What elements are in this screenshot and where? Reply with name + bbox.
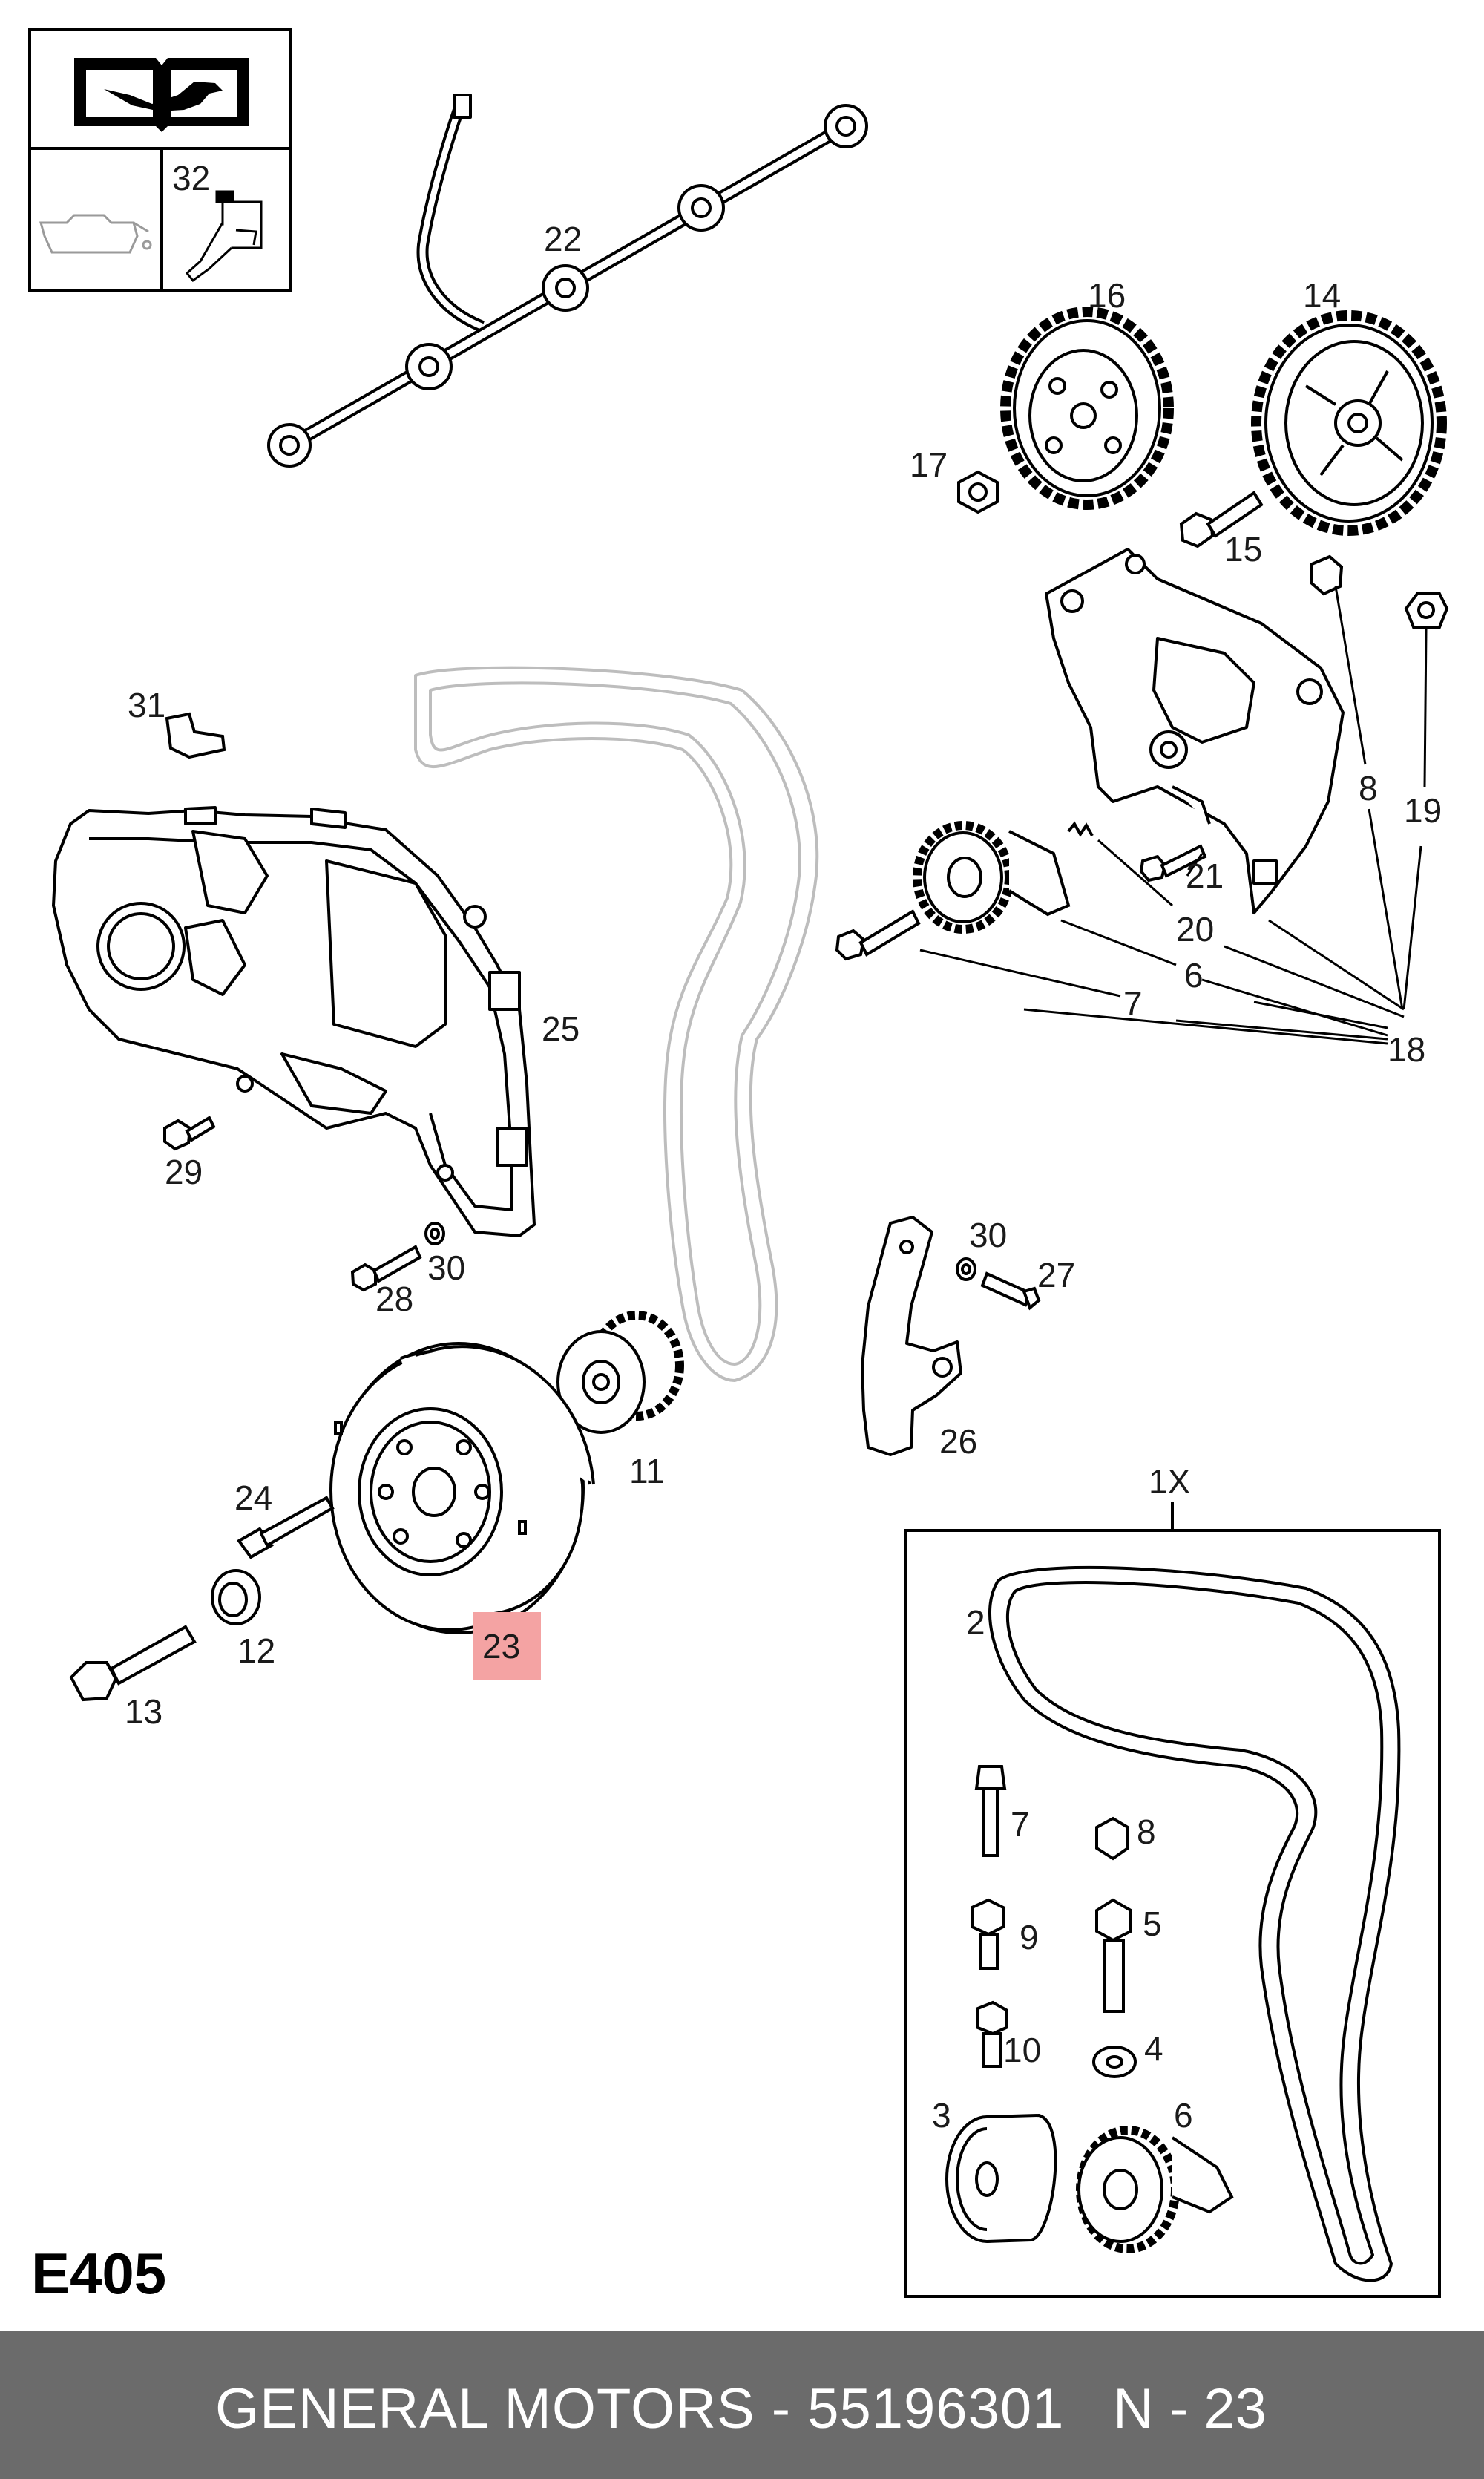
kit-box — [904, 1529, 1441, 2298]
callout-13: 13 — [125, 1692, 162, 1731]
footer-bar: GENERAL MOTORS - 55196301 N - 23 — [0, 2331, 1484, 2479]
kit-idler-part-3 — [945, 2113, 1057, 2243]
kit-nut-part-8 — [1095, 1816, 1129, 1861]
callout-6: 6 — [1184, 956, 1204, 995]
callout-21: 21 — [1186, 857, 1224, 895]
belt-guide-part-26 — [861, 1216, 962, 1456]
manual-book-icon — [74, 58, 249, 132]
kit-belt-part-2 — [988, 1565, 1401, 2282]
kit-bolt-part-10 — [976, 2000, 1008, 2068]
kit-callout-10: 10 — [1003, 2031, 1041, 2069]
kit-callout-2: 2 — [966, 1603, 985, 1642]
exploded-parts-diagram: 32 22 16 14 17 15 — [28, 28, 1449, 2298]
kit-bolt-part-5 — [1095, 1898, 1132, 2013]
bolt-part-27 — [980, 1271, 1041, 1311]
cam-gear-part-16 — [1000, 307, 1174, 510]
callout-25: 25 — [542, 1009, 580, 1048]
crank-sprocket-part-11 — [556, 1311, 684, 1434]
kit-callout-6: 6 — [1174, 2096, 1193, 2135]
bolt-part-29 — [163, 1116, 216, 1151]
callout-19: 19 — [1404, 791, 1442, 830]
kit-tensioner-part-6 — [1076, 2126, 1234, 2253]
footer-position: N - 23 — [1113, 2377, 1267, 2440]
highlight-box-23 — [473, 1612, 541, 1680]
callout-14: 14 — [1303, 276, 1341, 315]
callout-16: 16 — [1088, 276, 1126, 315]
nut-part-17 — [957, 470, 999, 514]
bolt-part-21 — [1139, 844, 1207, 882]
fuel-rail-part-22 — [267, 94, 868, 468]
callout-17: 17 — [910, 445, 948, 484]
bracket-assembly — [1045, 548, 1345, 914]
callout-12: 12 — [237, 1631, 275, 1670]
kit-bolt-part-9 — [971, 1898, 1005, 1970]
footer-brand-part: GENERAL MOTORS - 55196301 — [215, 2377, 1065, 2440]
sealant-tube-icon — [185, 190, 263, 283]
callout-32: 32 — [172, 159, 210, 197]
oil-pan-icon — [39, 214, 152, 254]
callout-31: 31 — [128, 686, 165, 724]
timing-belt-ghost — [414, 666, 819, 1382]
kit-callout-8: 8 — [1137, 1812, 1156, 1851]
small-nut-part-8 — [1310, 554, 1344, 596]
callout-7: 7 — [1123, 984, 1143, 1023]
kit-title: 1X — [1149, 1462, 1190, 1501]
kit-callout-7: 7 — [1011, 1805, 1030, 1844]
callout-15: 15 — [1224, 530, 1262, 569]
callout-18: 18 — [1388, 1030, 1425, 1069]
callout-29: 29 — [165, 1153, 203, 1191]
kit-washer-part-4 — [1092, 2046, 1137, 2078]
callout-22: 22 — [544, 220, 582, 258]
bolt-part-28 — [350, 1245, 422, 1292]
callout-30-right: 30 — [969, 1216, 1007, 1254]
diagram-code: E405 — [31, 2241, 167, 2306]
crank-pulley-part-23 — [329, 1342, 595, 1634]
kit-callout-9: 9 — [1020, 1918, 1039, 1956]
callout-8: 8 — [1359, 769, 1378, 808]
callout-30-left: 30 — [427, 1248, 465, 1287]
callout-23: 23 — [482, 1627, 520, 1666]
bolt-part-24 — [237, 1496, 335, 1559]
callout-26: 26 — [939, 1422, 977, 1461]
washer-part-12 — [211, 1569, 261, 1625]
leader-lines-right — [919, 586, 1428, 1045]
kit-callout-5: 5 — [1143, 1905, 1162, 1943]
washer-part-30-left — [424, 1222, 445, 1245]
callout-11: 11 — [629, 1452, 665, 1490]
kit-callout-4: 4 — [1144, 2029, 1163, 2068]
info-box — [28, 28, 292, 292]
bolt-part-13 — [69, 1625, 197, 1702]
bolt-part-15 — [1179, 491, 1264, 548]
bushing-part-19 — [1404, 592, 1449, 629]
callout-27: 27 — [1037, 1256, 1075, 1294]
tensioner-part-6 — [913, 821, 1071, 934]
callout-24: 24 — [234, 1478, 272, 1517]
callout-28: 28 — [375, 1280, 413, 1318]
callout-20: 20 — [1176, 910, 1214, 949]
kit-bolt-part-7 — [974, 1765, 1007, 1857]
clip-part-31 — [165, 712, 226, 759]
spring-part-20 — [1067, 821, 1094, 837]
cam-gear-part-14 — [1251, 310, 1447, 536]
washer-part-30-right — [956, 1257, 976, 1281]
timing-cover-part-25 — [52, 806, 536, 1237]
kit-callout-3: 3 — [932, 2096, 951, 2135]
bolt-part-7 — [835, 909, 921, 961]
